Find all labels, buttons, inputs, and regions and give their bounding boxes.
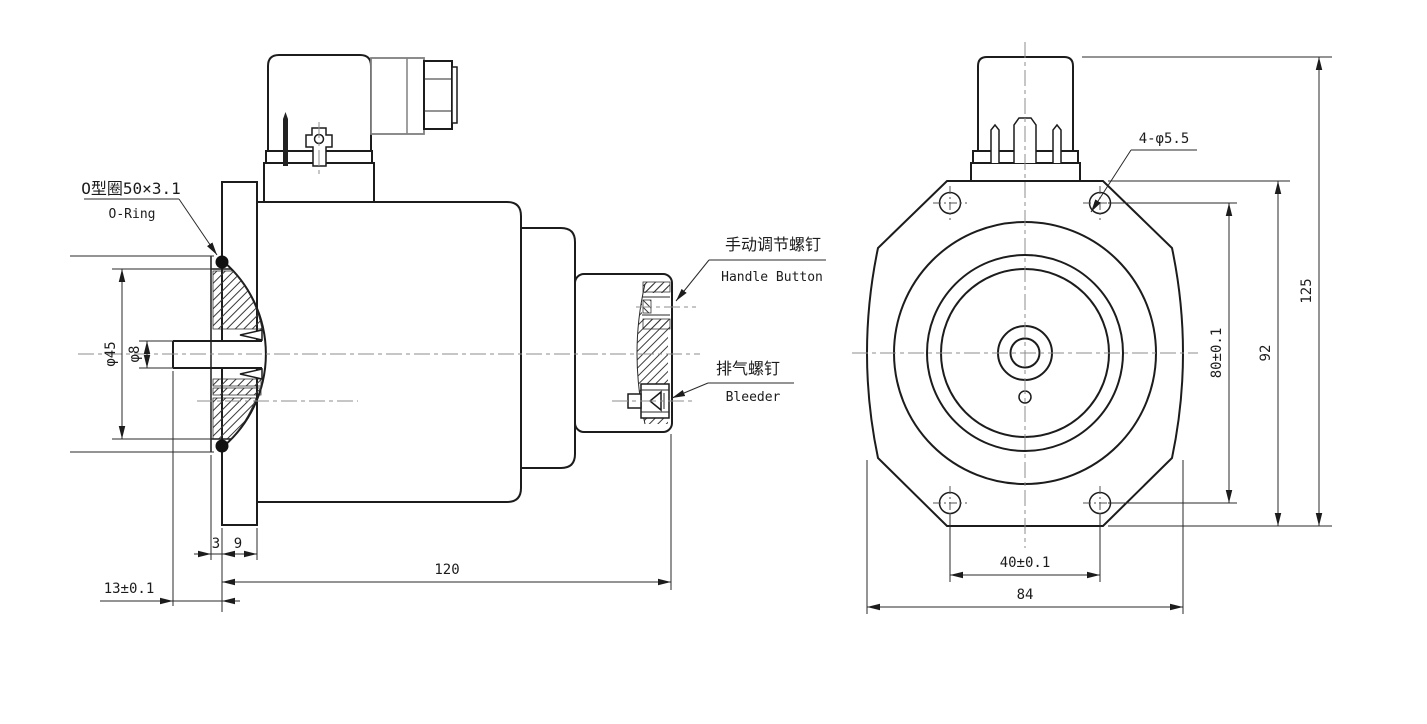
hub-hatch-upper (212, 270, 263, 330)
dim-total-height: 125 (1299, 278, 1315, 303)
connector-side (263, 54, 458, 203)
dim-hub-offset: 3 (212, 536, 220, 552)
dim-flange-thickness: 9 (234, 536, 242, 552)
hub-plate-hatch-1 (212, 378, 262, 387)
label-bleeder-en: Bleeder (726, 390, 781, 405)
bleeder-leader (671, 382, 709, 399)
dim-flange-width: 84 (1017, 587, 1034, 603)
cable-gland-nut (423, 60, 453, 130)
o-ring-top (215, 255, 229, 269)
connector-pin (283, 119, 288, 166)
label-handle-cn: 手动调节螺钉 (725, 235, 821, 254)
hub-section (172, 255, 267, 453)
solenoid-body (256, 201, 522, 503)
side-view-labels: O型圈50×3.1 O-Ring 手动调节螺钉 Handle Button 排气… (81, 179, 826, 405)
dim-total-length: 120 (434, 562, 459, 578)
mounting-holes (933, 186, 1117, 520)
hub-arc (223, 261, 267, 447)
label-bleeder-cn: 排气螺钉 (716, 359, 780, 378)
hub-plate-hatch-2 (212, 387, 262, 396)
handle-screw-cap-hatch (642, 281, 671, 293)
connector-pin-left (990, 123, 1000, 163)
step-cylinder (514, 227, 576, 469)
front-view: 4-φ5.5 80±0.1 92 125 40±0.1 84 (852, 42, 1332, 614)
dim-hub-diameter: φ45 (103, 341, 119, 366)
dim-hole-spacing-h: 40±0.1 (1000, 555, 1051, 571)
label-o-ring-cn: O型圈50×3.1 (81, 179, 180, 198)
label-o-ring-en: O-Ring (109, 207, 156, 222)
side-view-dimensions: φ45 φ8 3 9 13±0.1 120 (70, 255, 672, 612)
side-view: φ45 φ8 3 9 13±0.1 120 O型圈50×3.1 (70, 54, 826, 612)
wedge-upper (239, 329, 263, 341)
dim-shaft-length: 13±0.1 (104, 581, 155, 597)
dim-mounting-holes: 4-φ5.5 (1139, 131, 1190, 147)
cable-gland-neck (370, 57, 425, 135)
wedge-lower (239, 368, 263, 380)
handle-screw-base-hatch (642, 318, 671, 330)
dim-shaft-diameter: φ8 (127, 346, 143, 363)
connector-screw (305, 127, 333, 167)
connector-base (263, 162, 375, 203)
cable-gland-end (451, 66, 458, 124)
dim-flange-height: 92 (1258, 345, 1274, 362)
handle-leader (675, 259, 710, 302)
label-handle-en: Handle Button (721, 270, 823, 285)
o-ring-leader (178, 198, 218, 256)
connector-pin-right (1052, 123, 1062, 163)
front-view-dimensions: 4-φ5.5 80±0.1 92 125 40±0.1 84 (866, 56, 1332, 614)
dim-hole-spacing-v: 80±0.1 (1209, 328, 1225, 379)
o-ring-bottom (215, 439, 229, 453)
